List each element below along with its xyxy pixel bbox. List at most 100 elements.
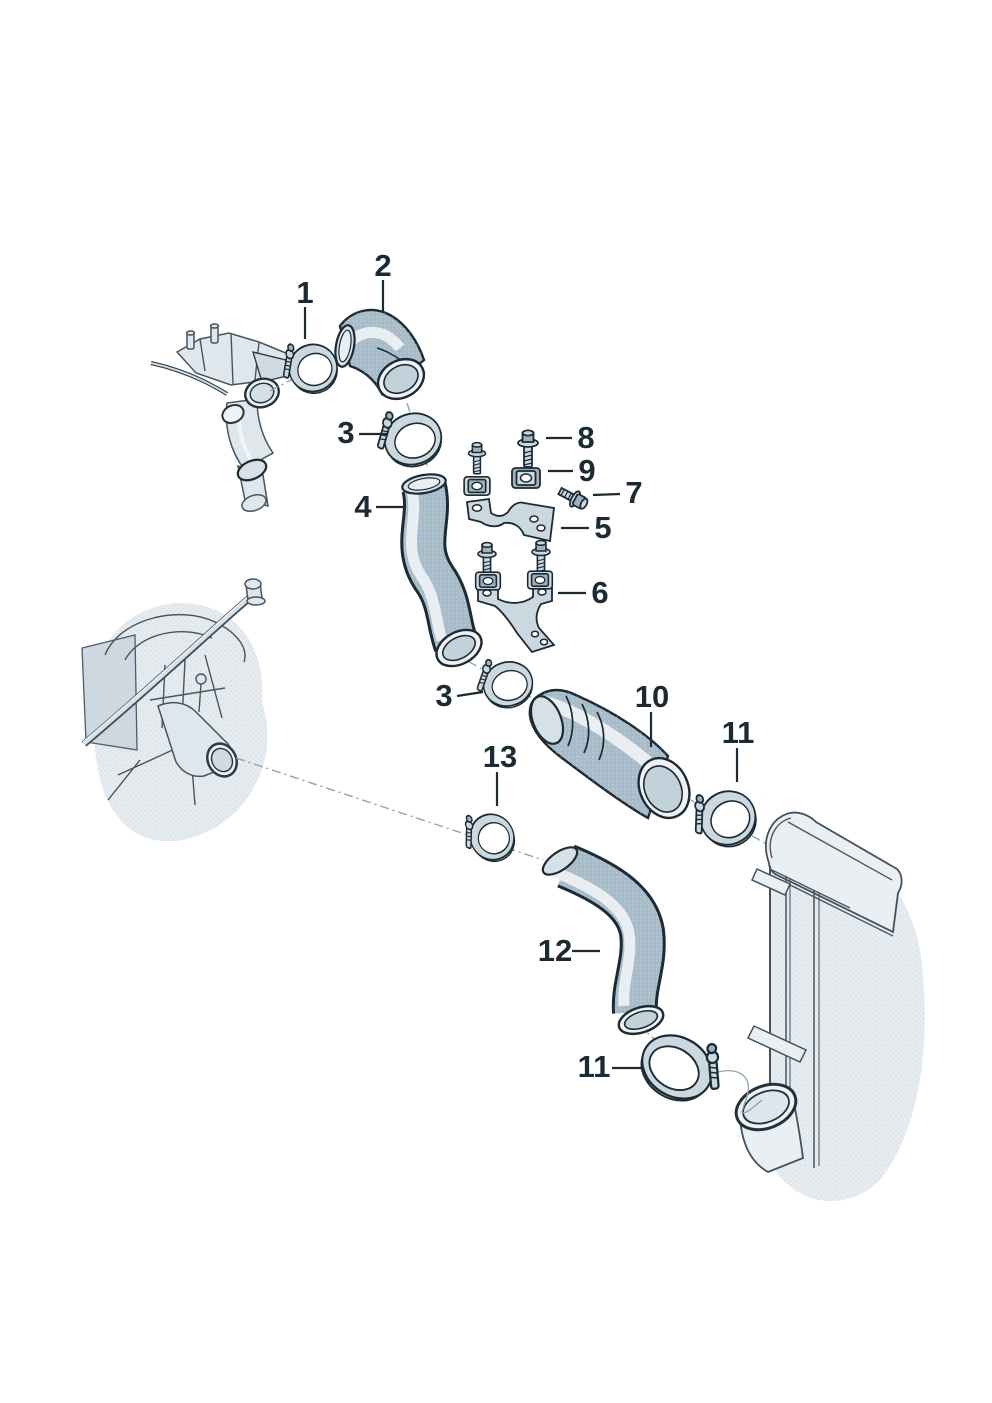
screw-bracket6-left: [477, 541, 497, 577]
callout-label: 10: [635, 679, 669, 714]
engine-collar-outer: [104, 614, 246, 663]
engine-collar-inner: [124, 631, 213, 661]
pipe10-ribs: [565, 695, 605, 761]
bolt7-thread3: [567, 492, 572, 500]
callout-label: 2: [374, 248, 391, 283]
callout-clamp-11-lower[interactable]: 11: [578, 1049, 641, 1084]
callout-label: 8: [577, 420, 594, 455]
connecting-pipe-part-10: [528, 688, 691, 820]
callout-label: 5: [594, 510, 611, 545]
callout-label: 12: [538, 933, 572, 968]
bracket5-hole-right2: [536, 524, 546, 532]
callout-pressure-hose-4[interactable]: 4: [354, 489, 404, 524]
engine-eyelet-rod: [198, 683, 202, 713]
pressure-hose-part-4: [400, 473, 483, 668]
callout-label: 7: [625, 475, 642, 510]
hose4-bottom-bore: [441, 634, 477, 662]
bracket-part-5: [466, 497, 555, 543]
callout-elbow-hose-2[interactable]: 2: [374, 248, 392, 311]
callout-label: 6: [591, 575, 608, 610]
callout-label: 13: [483, 739, 517, 774]
leader-line: [592, 492, 621, 497]
engine-frame-lines: [107, 654, 226, 806]
callout-hose-12[interactable]: 12: [538, 933, 600, 968]
callout-clamp-3-upper[interactable]: 3: [337, 415, 387, 450]
callout-label: 9: [578, 453, 595, 488]
hose12-highlight: [552, 866, 636, 1007]
radiator-drawing: [734, 811, 925, 1202]
pipe10-stipple: [529, 690, 668, 818]
bracket6-hole-right: [537, 588, 547, 596]
leader-line: [456, 690, 484, 698]
bolt-part-7: [557, 486, 589, 510]
v-band-clamp-3-upper: [365, 395, 450, 478]
elbow-left-face: [338, 329, 352, 363]
radiator-corner-arc: [769, 817, 792, 859]
radiator-inlet-bore: [742, 1089, 790, 1125]
wire-tube-highlight: [150, 362, 228, 395]
axis-clamp-to-inlet: [697, 1070, 763, 1114]
callout-clamp-11-upper[interactable]: 11: [722, 715, 755, 782]
curved-hose-part-12: [541, 844, 666, 1036]
bracket5-hole-right1: [529, 515, 539, 523]
outlet-stub-bottom: [241, 494, 267, 512]
dipstick-fitting-collar: [246, 596, 266, 606]
outlet-stub-top: [236, 458, 268, 482]
v-band-clamp-13: [451, 797, 524, 874]
stud-right-cap: [209, 323, 220, 329]
hose12-top-rim: [541, 846, 579, 876]
radiator-fin-lower: [746, 1025, 808, 1063]
clip-nut-bracket6-left: [474, 571, 502, 591]
bracket5-hole-left: [471, 504, 483, 512]
dipstick-tube-light: [82, 594, 254, 746]
pipe10-left-rim: [529, 695, 565, 745]
radiator-tank-band: [765, 811, 903, 934]
stud-left-cap: [185, 330, 196, 336]
hose12-bottom-bore: [623, 1009, 659, 1031]
callout-label: 4: [354, 489, 372, 524]
callout-clip-nut-9[interactable]: 9: [548, 453, 596, 488]
elbow-bottom-bore: [383, 363, 419, 395]
engine-block-drawing: [81, 578, 268, 842]
clip-nut-bracket6-right: [526, 570, 554, 590]
v-band-clamp-11-upper: [677, 771, 768, 862]
callout-pipe-10[interactable]: 10: [635, 679, 669, 747]
engine-slab: [81, 634, 138, 751]
callout-label: 11: [578, 1049, 611, 1084]
v-band-clamp-3-lower: [468, 647, 539, 717]
elbow-highlight: [348, 327, 405, 352]
callout-bracket-5[interactable]: 5: [561, 510, 612, 545]
screw-part-8: [517, 429, 539, 468]
callout-bolt-7[interactable]: 7: [592, 475, 643, 510]
callout-clamp-3-lower[interactable]: 3: [435, 678, 484, 713]
callout-clamp-13[interactable]: 13: [483, 739, 517, 806]
callout-label: 3: [435, 678, 452, 713]
engine-outlet-bore: [210, 747, 234, 773]
hose4-highlight: [405, 489, 448, 642]
callout-label: 1: [296, 275, 313, 310]
hose4-top-face: [407, 477, 441, 491]
clip-nut-left: [463, 475, 491, 497]
hose12-stipple: [558, 847, 663, 1014]
screw-bracket6-right: [531, 539, 551, 575]
clip-nut-part-9: [511, 467, 541, 489]
bracket-part-6: [477, 584, 556, 654]
assembly-axis-lines: [235, 348, 769, 1114]
callout-clamp-1[interactable]: 1: [296, 275, 314, 339]
flange-stub-port: [221, 404, 245, 424]
elbow-hose-part-2: [334, 308, 426, 401]
hose4-stipple: [403, 482, 476, 651]
radiator-tank-edge2: [787, 821, 893, 881]
callout-screw-8[interactable]: 8: [546, 420, 595, 455]
callout-bracket-6[interactable]: 6: [558, 575, 609, 610]
bolt7-thread2: [563, 490, 569, 498]
dipstick-tube-gleam: [82, 593, 252, 743]
engine-turbo-outlet-drawing: [150, 323, 300, 512]
bracket6-hole-left: [482, 589, 492, 597]
radiator-fin-upper: [751, 868, 791, 896]
bracket6-hole-foot1: [530, 630, 540, 638]
bracket6-hole-foot2: [539, 638, 549, 646]
bolt7-thread1: [560, 489, 565, 496]
callout-label: 3: [337, 415, 354, 450]
